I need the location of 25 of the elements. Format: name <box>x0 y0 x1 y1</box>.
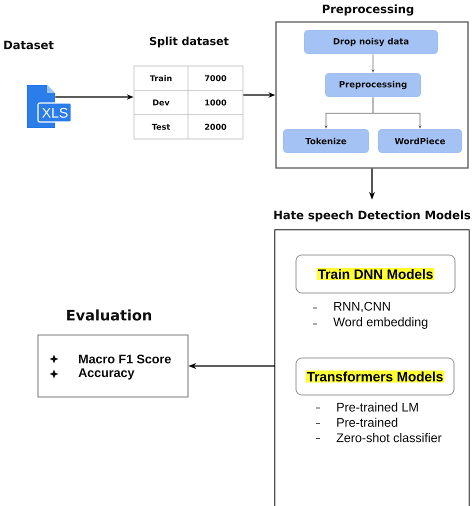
table-text: 1000 <box>205 99 226 106</box>
model-box: Transformers Models <box>296 358 454 396</box>
section-heading: Preprocessing <box>322 4 414 16</box>
section-heading: Dataset <box>4 40 54 50</box>
table-text: Dev <box>153 100 170 106</box>
list-item: Pre-trained LM <box>337 402 418 412</box>
section-heading: Split dataset <box>150 36 229 48</box>
table-text: 2000 <box>205 124 226 130</box>
list-item: Pre-trained <box>337 418 398 427</box>
table-text: 7000 <box>204 75 226 82</box>
table-text: Train <box>150 75 172 82</box>
list-item: RNN,CNN <box>334 302 390 312</box>
section-heading: Hate speech Detection Models <box>274 210 470 222</box>
list-item: Word embedding <box>333 317 428 329</box>
list-item: Accuracy <box>78 368 134 380</box>
process-box: WordPiece <box>378 129 462 153</box>
section-heading: Evaluation <box>67 309 152 321</box>
process-box: Drop noisy data <box>304 30 438 54</box>
list-item: Macro F1 Score <box>79 354 171 364</box>
process-box: Preprocessing <box>325 73 421 97</box>
model-box: Train DNN Models <box>296 254 456 294</box>
table-text: Test <box>152 124 170 130</box>
list-item: Zero-shot classifier <box>336 433 442 442</box>
file-type-label: XLS <box>37 102 72 123</box>
process-box: Tokenize <box>283 129 369 153</box>
